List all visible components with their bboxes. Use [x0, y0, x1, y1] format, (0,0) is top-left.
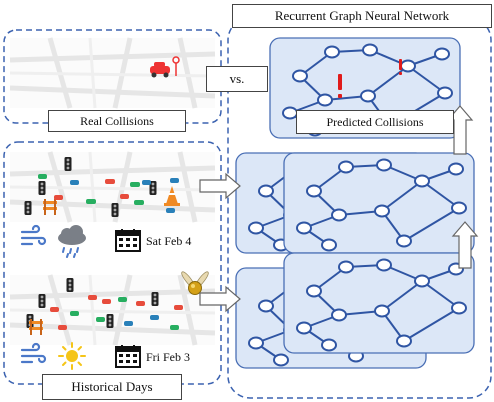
day1-date: Sat Feb 4 [146, 234, 192, 248]
collision-alert-marks [338, 59, 402, 98]
historical-day2-map [10, 275, 215, 345]
day2-date: Fri Feb 3 [146, 350, 191, 364]
predicted-collisions-label: Predicted Collisions [296, 110, 454, 134]
arrow-up-to-day1 [451, 221, 479, 269]
historical-days-label: Historical Days [42, 374, 182, 400]
arrow-day1-to-graph [199, 172, 241, 200]
historical-day1-map [10, 152, 215, 222]
traffic-light-icon [106, 314, 114, 328]
traffic-cone-icon [164, 186, 180, 206]
traffic-light-icon [66, 278, 74, 292]
arrow-day2-to-graph [199, 285, 241, 313]
rgnn-title: Recurrent Graph Neural Network [232, 4, 492, 28]
calendar-icon [115, 345, 141, 368]
traffic-light-icon [111, 203, 119, 217]
cars [38, 174, 179, 213]
golden-snitch-icon [181, 271, 209, 295]
predicted-graph [269, 37, 461, 139]
real-collisions-label: Real Collisions [48, 110, 186, 132]
calendar-icon [115, 229, 141, 252]
collision-car-icon [150, 62, 170, 78]
traffic-light-icon [24, 201, 32, 215]
real-collisions-map [10, 38, 215, 108]
sun-icon [58, 342, 86, 370]
rgnn-region [227, 17, 492, 399]
collision-pin-icon [172, 56, 180, 76]
vs-label: vs. [206, 66, 268, 92]
traffic-light-icon [64, 157, 72, 171]
day2-graph-front [283, 252, 475, 354]
wind-icon [20, 342, 47, 364]
rain-cloud-icon [58, 225, 86, 258]
traffic-light-icon [151, 292, 159, 306]
traffic-light-icon [38, 294, 46, 308]
cars [50, 295, 183, 330]
wind-icon [20, 224, 47, 246]
day1-graph-front [283, 152, 475, 254]
traffic-light-icon [38, 181, 46, 195]
